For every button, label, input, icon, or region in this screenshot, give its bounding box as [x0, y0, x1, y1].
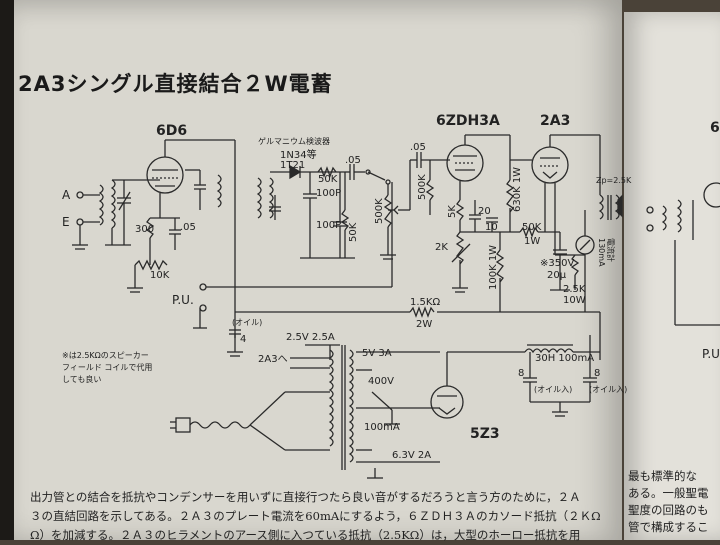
- label-c-8a: 8: [518, 368, 524, 379]
- note-line-3: しても良い: [62, 374, 101, 384]
- label-pu: P.U.: [172, 293, 194, 307]
- label-w-2w: 2W: [416, 319, 432, 330]
- facing-page-text: 最も標準的な ある。一般聖電 聖度の回路のも 管で構成するこ: [628, 468, 720, 536]
- body-line-2: ３の直結回路を示してある。２Ａ３のプレート電流を60mAにするよう，６ＺＤＨ３Ａ…: [30, 509, 601, 523]
- label-c-350v: ※350V: [540, 258, 574, 269]
- body-line-3: Ω）を加減する。２Ａ３のヒラメントのアース側に入つている抵抗（2.5KΩ）は，大…: [30, 528, 581, 542]
- label-cap-4: 4: [240, 334, 246, 345]
- label-v-63: 6.3V 2A: [392, 450, 431, 461]
- label-zp: Zp=2.5K: [596, 176, 632, 185]
- label-cap-05c: .05: [410, 142, 426, 153]
- facing-line-3: 聖度の回路のも: [628, 503, 709, 517]
- facing-line-4: 管で構成するこ: [628, 520, 709, 534]
- label-vr-500k: 500K: [374, 198, 385, 224]
- label-meter: 130mA: [597, 238, 606, 267]
- note-line-2: フィールド コイルで代用: [62, 362, 152, 372]
- label-w-1w: 1W: [524, 236, 540, 247]
- label-w-10w: 10W: [563, 295, 586, 306]
- facing-line-1: 最も標準的な: [628, 469, 697, 483]
- label-r-2k: 2K: [435, 242, 448, 253]
- tube-6d6-shape: [146, 156, 184, 194]
- tube-label-6d6: 6D6: [156, 123, 187, 139]
- label-c-10: 10: [485, 222, 498, 233]
- label-r-10k: 10K: [150, 270, 170, 281]
- label-to-2a3: 2A3へ: [258, 354, 288, 365]
- label-r-50k: 50K: [318, 174, 338, 185]
- label-antenna: A: [62, 188, 71, 202]
- label-c-8b: 8: [594, 368, 600, 379]
- label-detector: ゲルマニウム検波器: [258, 136, 330, 146]
- label-ma-100: 100mA: [364, 422, 400, 433]
- tube-label-5z3: 5Z3: [470, 426, 500, 442]
- facing-page: [624, 12, 720, 540]
- facing-fragment-pu: P.U: [702, 347, 720, 361]
- label-r-15k: 1.5KΩ: [410, 297, 440, 308]
- label-r-100k: 100K 1W: [488, 245, 499, 290]
- wiring: [72, 134, 720, 479]
- page-title: 2A3シングル直接結合２W電蓄: [18, 72, 333, 96]
- label-diode2: 1T21: [280, 160, 305, 171]
- label-oil: (オイル): [232, 318, 262, 327]
- book-spine: [0, 0, 14, 540]
- label-c-20u: 20μ: [547, 270, 567, 281]
- label-c-8b-sub: (オイル入): [589, 385, 627, 394]
- article-body: 出力管との結合を抵抗やコンデンサーを用いずに直接行つたら良い音がするだろうと言う…: [30, 488, 615, 545]
- label-r-25k: 2.5K: [563, 284, 586, 295]
- label-v-5: 5V 3A: [362, 348, 392, 359]
- label-c-100p-b: 100P: [316, 220, 341, 231]
- label-choke: 30H 100mA: [535, 353, 594, 364]
- label-c-8a-sub: (オイル入): [534, 385, 572, 394]
- label-r-50k-1w: 50K: [522, 222, 542, 233]
- note-line-1: ※は2.5KΩのスピーカー: [62, 351, 149, 360]
- label-r-50k-v: 50K: [348, 222, 359, 242]
- tube-label-6zdh3a: 6ZDH3A: [436, 113, 500, 129]
- label-r-630k: 630K 1W: [512, 167, 523, 212]
- label-v-400: 400V: [368, 376, 394, 387]
- label-c-20: 20: [478, 206, 491, 217]
- body-line-1: 出力管との結合を抵抗やコンデンサーを用いずに直接行つたら良い音がするだろうと言う…: [30, 490, 581, 504]
- facing-fragment-6: 6: [710, 120, 720, 136]
- label-r-5k: 5K: [447, 205, 458, 218]
- facing-line-2: ある。一般聖電: [628, 486, 709, 500]
- label-cap-05b: .05: [345, 155, 361, 166]
- label-earth: E: [62, 215, 70, 229]
- label-meter-dc: 電流計: [606, 238, 616, 262]
- label-cap-05a: .05: [180, 222, 196, 233]
- label-c-100p-a: 100P: [316, 188, 341, 199]
- label-r-300: 300: [135, 224, 154, 235]
- label-v-25: 2.5V 2.5A: [286, 332, 335, 343]
- label-r-500k-b: 500K: [417, 174, 428, 200]
- tube-label-2a3: 2A3: [540, 113, 570, 129]
- label-diode: 1N34等: [280, 148, 317, 161]
